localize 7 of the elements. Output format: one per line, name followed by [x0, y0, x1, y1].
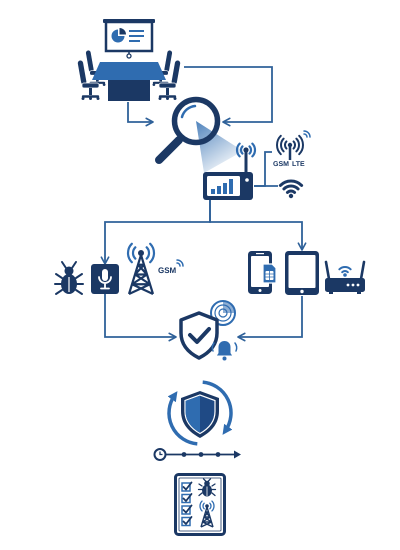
arrow	[127, 102, 154, 126]
connector-line	[254, 185, 278, 187]
arrow	[209, 200, 306, 251]
arrow	[237, 296, 303, 342]
arrow	[104, 294, 177, 342]
arrow	[184, 66, 273, 126]
network-type-label: GSM	[158, 266, 176, 275]
